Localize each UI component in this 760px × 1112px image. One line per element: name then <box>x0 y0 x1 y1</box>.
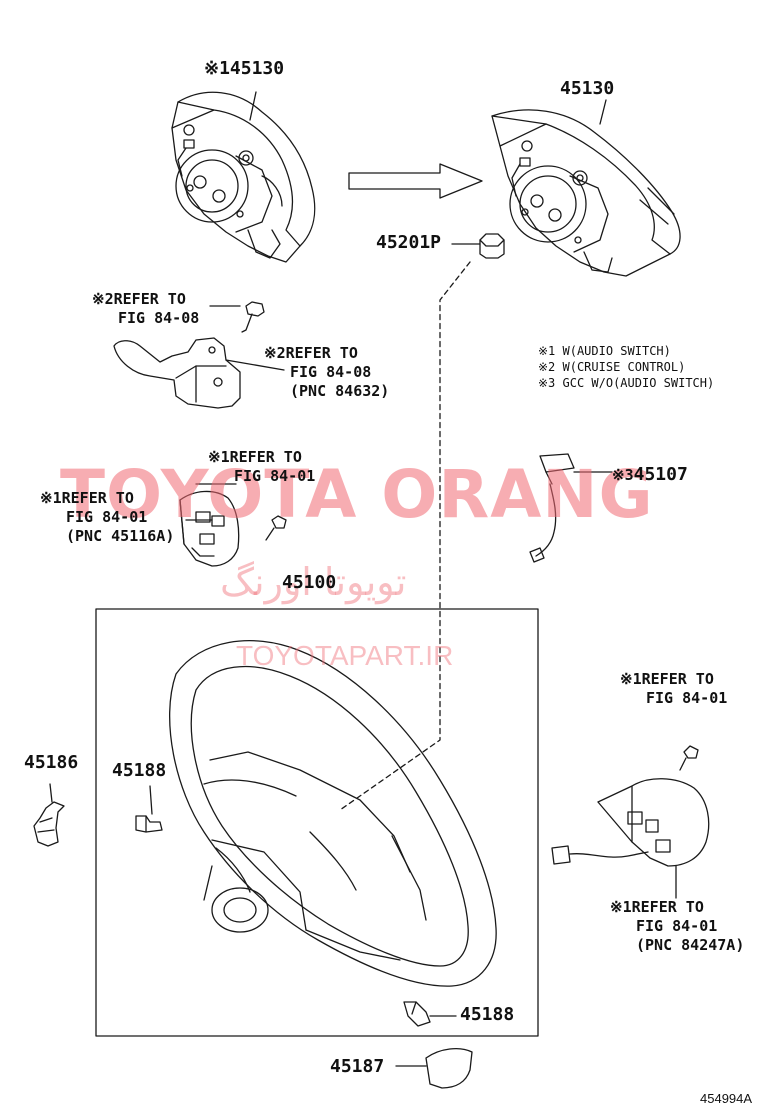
label-screw-bottom: 45188 <box>460 1004 515 1025</box>
label-airbag: 45130 <box>560 78 615 99</box>
ref-audio-switch: ※1REFER TO <box>40 491 134 506</box>
harness-45107-illustration <box>529 453 613 563</box>
label-lower-cover: 45186 <box>24 752 79 773</box>
ref-right-bolt: ※1REFER TO <box>620 672 714 687</box>
ref-right-bolt-fig: FIG 84-01 <box>646 689 728 707</box>
ref-switch-bolt: ※2REFER TO <box>92 292 186 307</box>
ref-audio-bolt-fig: FIG 84-01 <box>234 467 316 485</box>
lower-cover-45186-illustration <box>33 783 65 847</box>
dashed-assembly-line <box>339 261 471 811</box>
ref-switch-assy-fig: FIG 84-08 <box>290 363 372 381</box>
watermark-url: TOYOTAPART.IR <box>236 640 454 671</box>
ref-line: REFER TO <box>631 898 704 916</box>
ref-line: REFER TO <box>229 448 302 466</box>
ref-right-switch: ※1REFER TO <box>610 900 704 915</box>
steering-wheel-illustration <box>169 640 497 987</box>
screw-left-illustration <box>135 785 163 833</box>
airbag-left-illustration <box>171 91 316 263</box>
ref-mark: ※2 <box>92 290 114 308</box>
label-screw-left: 45188 <box>112 760 167 781</box>
ref-mark: ※1 <box>610 898 632 916</box>
ref-right-switch-pnc: (PNC 84247A) <box>636 936 745 954</box>
ref-mark: ※1 <box>40 489 62 507</box>
label-steering-wheel: 45100 <box>282 572 337 593</box>
cover-45187-illustration <box>395 1047 473 1089</box>
audio-switch-right-illustration <box>551 745 710 899</box>
steering-wheel-frame <box>95 608 539 1037</box>
ref-audio-switch-pnc: (PNC 45116A) <box>66 527 175 545</box>
cruise-switch-illustration <box>113 301 285 409</box>
ref-line: REFER TO <box>641 670 714 688</box>
ref-switch-assy-pnc: (PNC 84632) <box>290 382 390 400</box>
label-harness-prefix: ※3 <box>612 466 634 484</box>
ref-mark: ※1 <box>208 448 230 466</box>
audio-switch-left-illustration <box>179 483 287 567</box>
screw-bottom-illustration <box>403 1001 457 1027</box>
ref-audio-switch-fig: FIG 84-01 <box>66 508 148 526</box>
label-airbag-optional: ※145130 <box>204 58 285 79</box>
clip-45201p-illustration <box>451 233 505 259</box>
label-cover-bottom: 45187 <box>330 1056 385 1077</box>
note-2: ※2 W(CRUISE CONTROL) <box>538 360 686 374</box>
ref-switch-bolt-fig: FIG 84-08 <box>118 309 200 327</box>
ref-line: REFER TO <box>285 344 358 362</box>
ref-line: REFER TO <box>61 489 134 507</box>
ref-audio-bolt: ※1REFER TO <box>208 450 302 465</box>
label-harness: ※345107 <box>612 466 688 484</box>
watermark-brand: TOYOTA ORANG <box>60 456 654 533</box>
ref-line: REFER TO <box>113 290 186 308</box>
watermark-persian: تویوتا اورنگ <box>220 560 407 604</box>
airbag-right-illustration <box>491 99 681 277</box>
label-clip: 45201P <box>376 232 442 253</box>
arrow-right <box>348 163 483 199</box>
ref-mark: ※1 <box>620 670 642 688</box>
note-1: ※1 W(AUDIO SWITCH) <box>538 344 671 358</box>
ref-switch-assy: ※2REFER TO <box>264 346 358 361</box>
ref-mark: ※2 <box>264 344 286 362</box>
note-3: ※3 GCC W/O(AUDIO SWITCH) <box>538 376 715 390</box>
ref-right-switch-fig: FIG 84-01 <box>636 917 718 935</box>
label-harness-number: 45107 <box>633 464 688 485</box>
figure-id: 454994A <box>700 1091 753 1106</box>
